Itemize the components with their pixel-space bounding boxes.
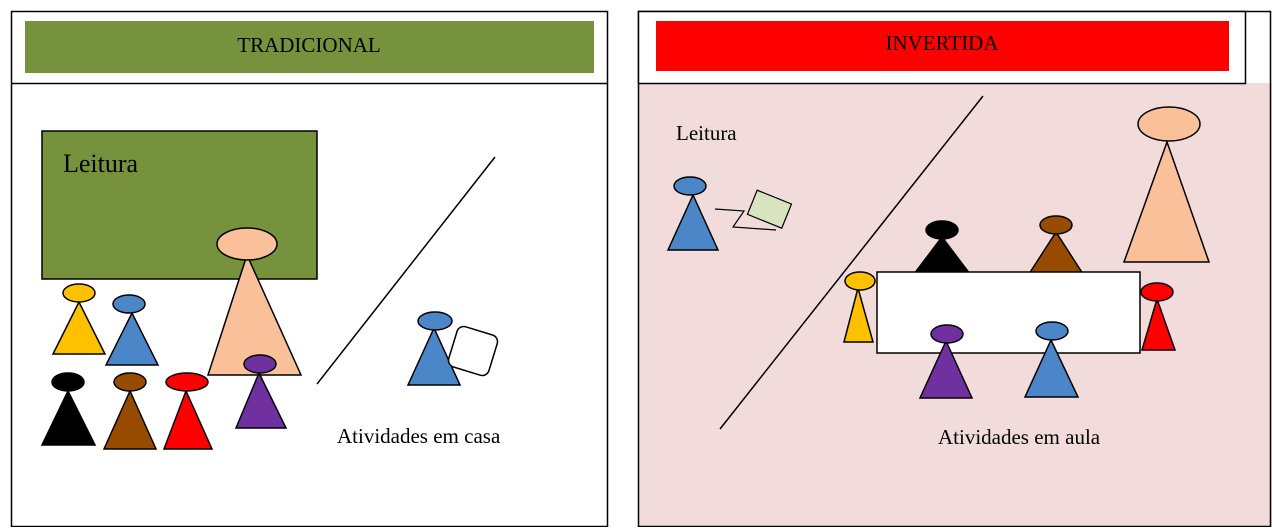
home-student-body — [406, 326, 462, 386]
group-student-red-body — [1140, 296, 1177, 351]
student-red-body — [162, 389, 214, 450]
group-student-yellow-body — [843, 285, 874, 343]
inverted-header-bar — [656, 21, 1229, 71]
student-blue-head — [112, 294, 146, 314]
reading-paper — [746, 189, 793, 229]
student-red-head — [165, 372, 209, 392]
inverted-diagonal-divider — [719, 95, 984, 430]
student-brown-body — [102, 389, 158, 450]
inverted-caption: Atividades em aula — [938, 425, 1101, 449]
reading-student-head — [673, 176, 707, 196]
group-student-blue-body — [1023, 338, 1080, 398]
student-yellow-head — [62, 283, 96, 303]
inverted-reading-label: Leitura — [676, 121, 737, 145]
reading-arm — [714, 208, 777, 231]
traditional-header-title: TRADICIONAL — [237, 33, 380, 57]
group-student-black-head — [925, 220, 959, 240]
group-student-blue-head — [1035, 321, 1069, 341]
student-purple-body — [234, 371, 288, 429]
teacher-head — [216, 227, 278, 261]
group-student-purple-head — [930, 324, 964, 344]
traditional-diagonal-divider — [316, 156, 496, 385]
student-yellow-body — [51, 300, 107, 355]
inverted-teacher-head — [1137, 106, 1201, 142]
reading-student-body — [666, 193, 720, 251]
student-brown-head — [113, 372, 147, 392]
student-purple-head — [243, 354, 277, 374]
traditional-caption: Atividades em casa — [337, 424, 501, 448]
inverted-teacher-body — [1122, 139, 1211, 263]
home-paper — [447, 325, 499, 377]
group-student-brown-head — [1039, 215, 1073, 235]
inverted-panel: INVERTIDA Leitura Atividades em aula — [637, 10, 1272, 528]
traditional-header-bar — [25, 21, 594, 73]
group-student-red-head — [1140, 282, 1174, 302]
home-student-head — [417, 311, 453, 331]
teacher-body — [206, 252, 303, 376]
group-table — [876, 271, 1141, 354]
student-black-head — [51, 372, 85, 392]
student-blue-body — [104, 311, 160, 366]
group-student-yellow-head — [844, 271, 876, 291]
group-student-purple-body — [918, 339, 974, 399]
traditional-panel: TRADICIONAL Leitura Atividades em casa — [10, 10, 609, 528]
student-black-body — [40, 389, 97, 446]
board-label: Leitura — [63, 149, 139, 178]
inverted-header-title: INVERTIDA — [885, 31, 999, 55]
